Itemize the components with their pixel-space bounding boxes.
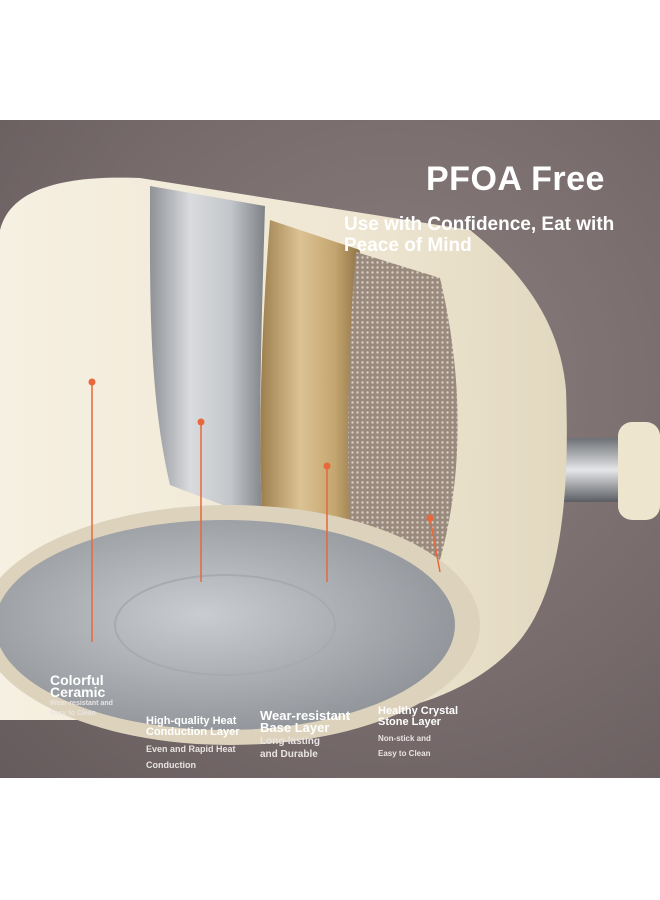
label-description: Easy to Clean	[378, 749, 431, 758]
label-title: Conduction Layer	[146, 726, 240, 738]
base-center-ring	[114, 574, 336, 676]
headline: PFOA Free	[426, 160, 605, 198]
label-description: Long-lasting	[260, 736, 320, 747]
marker-dot-icon	[426, 514, 434, 522]
label-title: Healthy Crystal	[378, 705, 459, 717]
marker-dot-icon	[88, 378, 96, 386]
label-colorful-ceramic: Colorful Ceramic Wear-resistant and Easy…	[50, 672, 113, 718]
label-title: Base Layer	[260, 720, 330, 735]
base-layer	[260, 220, 360, 540]
label-title: Ceramic	[50, 684, 106, 700]
handle-grip	[618, 422, 660, 520]
label-description: and Durable	[260, 749, 318, 760]
label-crystal-stone-layer: Healthy Crystal Stone Layer Non-stick an…	[378, 706, 458, 758]
heat-conduction-layer	[149, 186, 265, 520]
crystal-stone-layer	[348, 252, 458, 560]
label-description: Conduction	[146, 760, 196, 770]
subheadline: Use with Confidence, Eat with Peace of M…	[344, 214, 615, 256]
label-description: Even and Rapid Heat	[146, 744, 236, 754]
induction-base	[0, 520, 455, 730]
marker-dot-icon	[323, 462, 331, 470]
marker-dot-icon	[197, 418, 205, 426]
label-title: High-quality Heat	[146, 715, 237, 727]
label-description: Non-stick and	[378, 734, 431, 743]
label-description: Easy to Clean	[50, 710, 96, 717]
product-banner: PFOA Free Use with Confidence, Eat with …	[0, 120, 660, 778]
steel-handle	[548, 438, 628, 502]
label-base-layer: Wear-resistant Base Layer Long-lasting a…	[260, 708, 351, 760]
label-heat-conduction-layer: High-quality Heat Conduction Layer Even …	[146, 716, 240, 770]
ceramic-rim	[440, 278, 474, 562]
label-title: Colorful	[50, 672, 104, 688]
label-title: Stone Layer	[378, 716, 441, 728]
label-description: Wear-resistant and	[50, 700, 113, 707]
label-title: Wear-resistant	[260, 708, 351, 723]
callout-lines	[91, 382, 441, 642]
pot-cross-section-illustration	[0, 177, 660, 745]
